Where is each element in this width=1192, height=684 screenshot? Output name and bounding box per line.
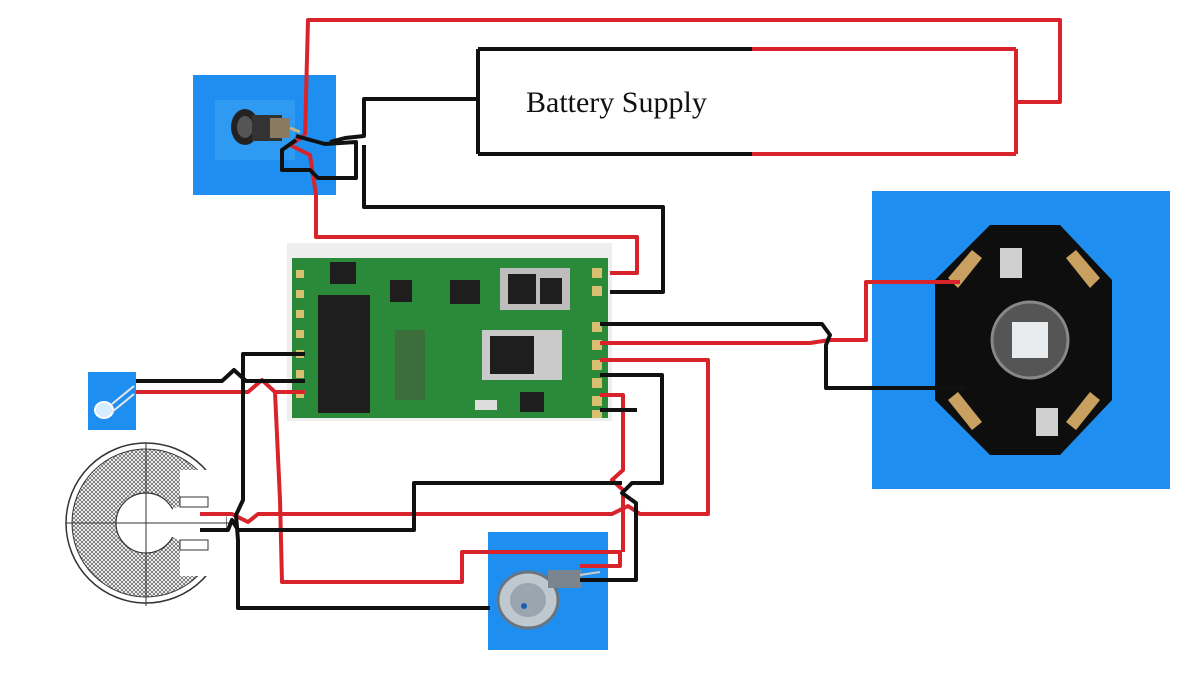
dc-jack-icon [231,109,301,145]
clear-led-icon [94,385,135,419]
indicator-led-photo [88,372,136,430]
negative-wires [136,97,965,610]
microcontroller-chip-icon [318,295,370,413]
controller-board-photo [287,243,612,421]
piezo-disc-drawing [65,442,230,606]
dc-jack-photo [193,75,336,195]
battery-supply-label: Battery Supply [526,86,707,119]
push-button-photo [488,532,608,650]
power-led-photo [872,191,1170,489]
battery-supply-box [476,47,1018,156]
positive-wires [136,18,1062,584]
piezo-sensor-icon [65,442,230,606]
star-led-icon [935,225,1112,455]
push-button-icon [496,570,601,630]
